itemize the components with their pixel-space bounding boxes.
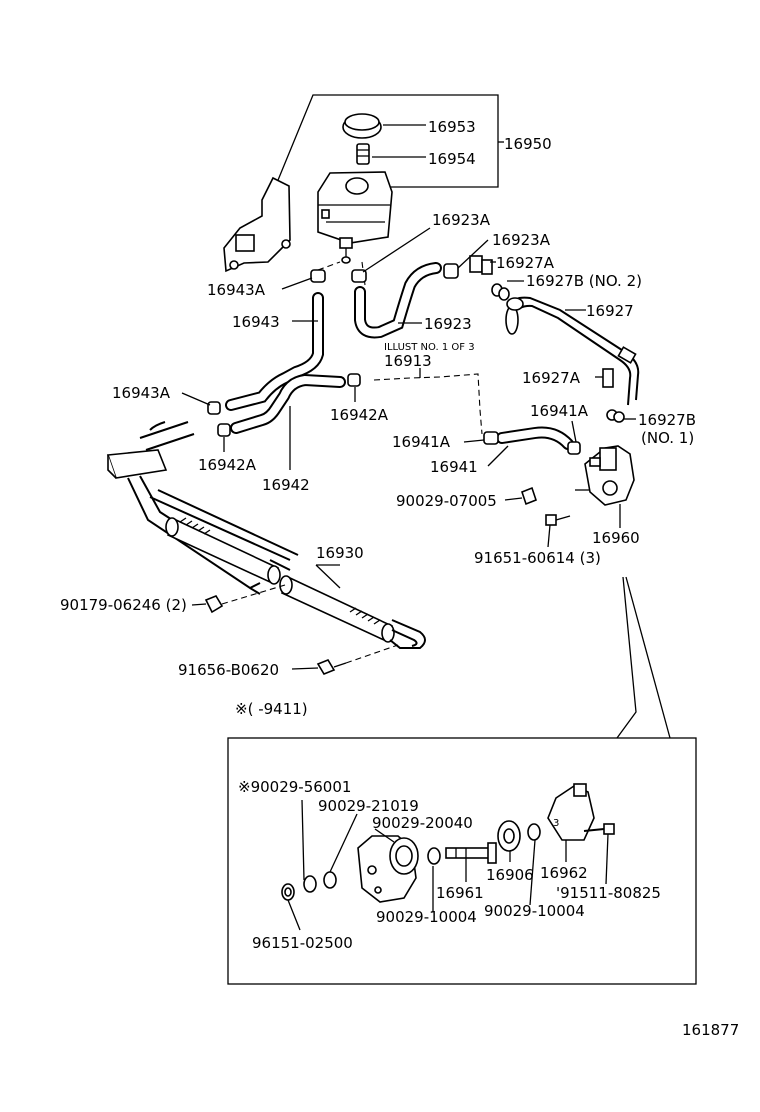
label-16954: 16954	[428, 150, 476, 168]
label-applicability-note: ※( -9411)	[235, 700, 308, 718]
label-91656-B0620: 91656-B0620	[178, 661, 279, 679]
pump-internals-drawing: 3	[281, 783, 615, 903]
label-16962: 16962	[540, 864, 588, 882]
label-90029-20040: 90029-20040	[372, 814, 473, 832]
label-16941A-left: 16941A	[392, 433, 451, 451]
label-90029-10004-a: 90029-10004	[376, 908, 477, 926]
label-96151-02500: 96151-02500	[252, 934, 353, 952]
label-16960: 16960	[592, 529, 640, 547]
label-16923: 16923	[424, 315, 472, 333]
label-16943: 16943	[232, 313, 280, 331]
label-16941: 16941	[430, 458, 478, 476]
label-16927B-no1: 16927B	[638, 411, 696, 429]
reservoir-bracket-leader	[275, 94, 499, 188]
label-91511-80825: '91511-80825	[556, 884, 661, 902]
label-90029-21019: 90029-21019	[318, 797, 419, 815]
hose-16943-drawing	[225, 292, 324, 411]
label-16923A-pump: 16923A	[492, 231, 551, 249]
callout-leader-left	[616, 576, 637, 739]
svg-text:3: 3	[553, 818, 559, 829]
label-16927B-no2: 16927B (NO. 2)	[526, 272, 642, 290]
label-16942: 16942	[262, 476, 310, 494]
label-16953: 16953	[428, 118, 476, 136]
label-91651-60614: 91651-60614 (3)	[474, 549, 601, 567]
vane-pump-16960-drawing	[575, 445, 635, 506]
label-illust-no: ILLUST NO. 1 OF 3	[384, 342, 475, 353]
return-tube-16913-drawing	[373, 373, 483, 435]
diagram-id: 161877	[682, 1021, 739, 1039]
reservoir-bracket-drawing	[223, 176, 291, 273]
callout-leader-right	[625, 576, 671, 739]
label-16950: 16950	[504, 135, 552, 153]
reservoir-cap-drawing	[342, 113, 382, 139]
label-16961: 16961	[436, 884, 484, 902]
cooler-tube-16930-drawing	[106, 421, 426, 649]
label-90029-10004-b: 90029-10004	[484, 902, 585, 920]
label-16906: 16906	[486, 866, 534, 884]
pressure-tube-16927-drawing	[505, 296, 640, 406]
strainer-drawing	[356, 143, 370, 165]
label-16942A-left: 16942A	[198, 456, 257, 474]
label-16927A-lower: 16927A	[522, 369, 581, 387]
label-90029-07005: 90029-07005	[396, 492, 497, 510]
label-16927B-no1-note: (NO. 1)	[641, 429, 694, 447]
reservoir-tank-drawing	[317, 171, 393, 264]
label-90029-56001: ※90029-56001	[238, 778, 351, 796]
label-16927: 16927	[586, 302, 634, 320]
label-16943A-upper: 16943A	[207, 281, 266, 299]
label-90179-06246: 90179-06246 (2)	[60, 596, 187, 614]
union-bolt-16927A-drawing	[469, 255, 493, 275]
label-16927A-upper: 16927A	[496, 254, 555, 272]
label-16930: 16930	[316, 544, 364, 562]
hose-16942-drawing	[230, 373, 346, 434]
label-16923A-upper: 16923A	[432, 211, 491, 229]
hose-16941-drawing	[496, 426, 574, 450]
label-16913: 16913	[384, 352, 432, 370]
label-16942A-mid: 16942A	[330, 406, 389, 424]
detail-box	[227, 737, 697, 985]
hose-16923-drawing	[354, 262, 442, 339]
label-16941A-right: 16941A	[530, 402, 589, 420]
label-16943A-left: 16943A	[112, 384, 171, 402]
